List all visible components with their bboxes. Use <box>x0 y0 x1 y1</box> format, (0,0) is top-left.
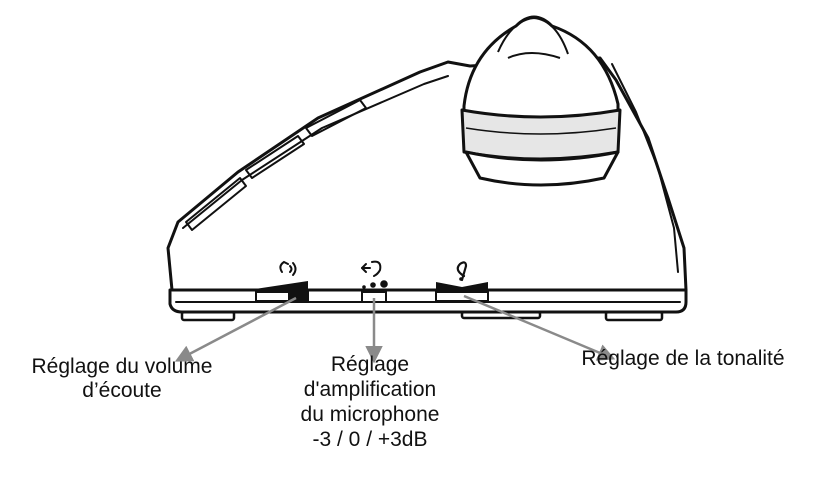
tone-ramp <box>436 282 488 290</box>
callout-mic-line2: d'amplification <box>303 378 437 401</box>
ear-amplification-icon <box>361 260 382 277</box>
callout-mic-line1: Réglage <box>330 353 410 376</box>
arrow-tone <box>463 294 616 361</box>
callout-mic-line4: -3 / 0 / +3dB <box>312 428 428 451</box>
treble-clef-icon <box>456 261 468 282</box>
mic-level-dots <box>362 280 388 289</box>
handset-sound-icon <box>279 260 297 276</box>
tone-slider[interactable] <box>435 291 489 302</box>
volume-ramp <box>255 281 308 289</box>
callout-mic-line3: du microphone <box>300 403 440 426</box>
arrow-volume <box>174 296 297 362</box>
volume-control[interactable] <box>255 260 309 302</box>
handset-dome <box>460 15 622 187</box>
callout-arrows <box>174 294 616 364</box>
callout-tone-line1: Réglage de la tonalité <box>581 347 785 370</box>
callout-tone: Réglage de la tonalité <box>552 347 814 371</box>
callout-volume: Réglage du volume d’écoute <box>2 355 242 403</box>
callout-volume-line2: d’écoute <box>82 379 162 402</box>
volume-slider-knob[interactable] <box>288 292 308 301</box>
tone-control[interactable] <box>435 261 489 302</box>
mic-control[interactable] <box>361 260 388 303</box>
callout-mic: Réglage d'amplification du microphone -3… <box>270 352 470 452</box>
callout-volume-line1: Réglage du volume <box>31 355 213 378</box>
